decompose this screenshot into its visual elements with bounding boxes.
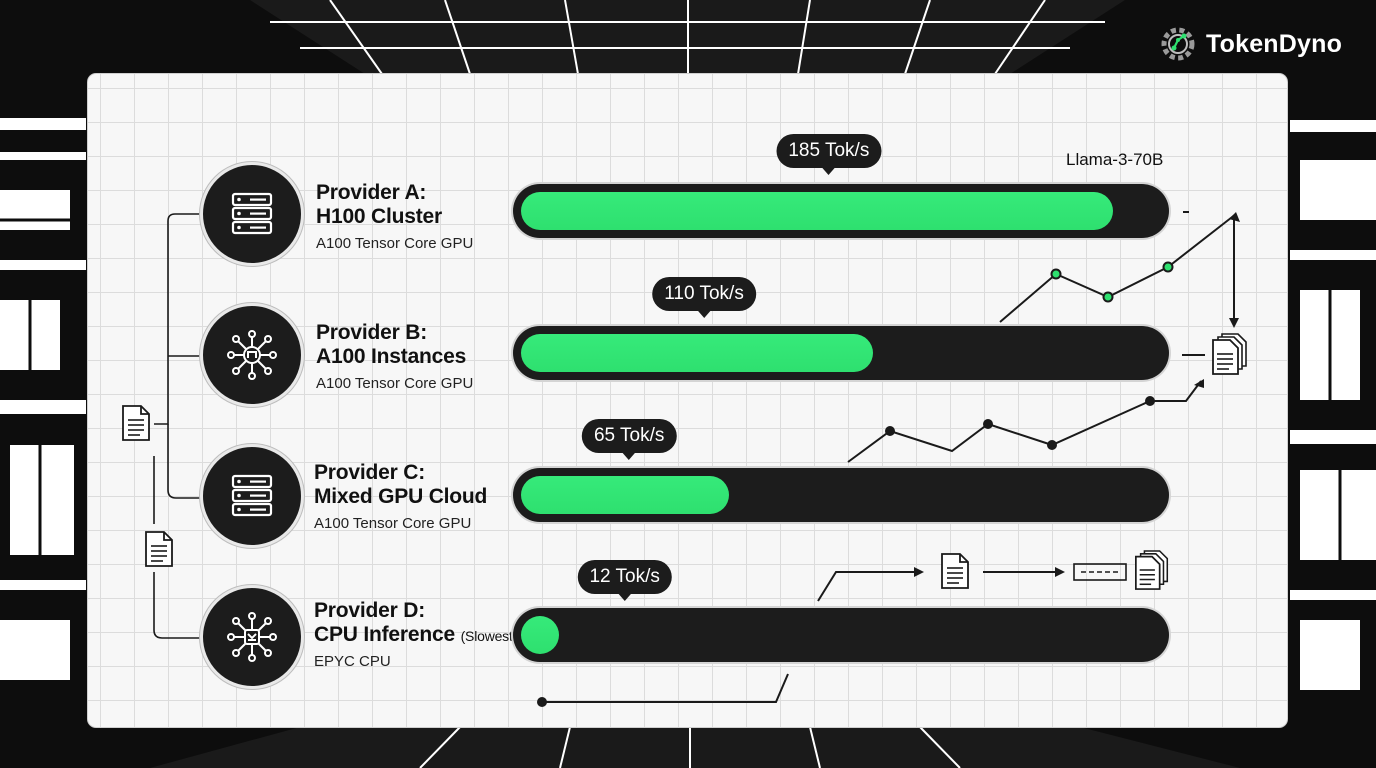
gear-circuit-icon bbox=[1161, 27, 1195, 61]
dashed-arrow-icon bbox=[1073, 563, 1127, 581]
speed-label-provider-c: 65 Tok/s bbox=[581, 419, 677, 460]
network-hub-icon bbox=[200, 303, 304, 407]
cpu-network-icon bbox=[200, 585, 304, 689]
server-rack-icon bbox=[200, 444, 304, 548]
provider-name: Provider A: bbox=[316, 181, 427, 204]
document-icon bbox=[143, 530, 175, 568]
speed-label-provider-d: 12 Tok/s bbox=[577, 560, 672, 601]
provider-name: Provider B: bbox=[316, 321, 427, 344]
bar-track-provider-a bbox=[513, 184, 1169, 238]
bar-track-provider-d bbox=[513, 608, 1169, 662]
provider-name: Provider D: bbox=[314, 599, 425, 622]
provider-hardware: A100 Tensor Core GPU bbox=[314, 515, 472, 532]
provider-b-info: Provider B: A100 Instances A100 Tensor C… bbox=[316, 321, 473, 395]
speed-label-provider-b: 110 Tok/s bbox=[652, 277, 756, 318]
brand-name: TokenDyno bbox=[1206, 29, 1343, 58]
benchmark-card: Llama-3-70B Provider A: H100 Cluster A10… bbox=[88, 74, 1287, 727]
provider-desc: CPU Inference (Slowest) bbox=[314, 623, 518, 646]
provider-name: Provider C: bbox=[314, 461, 425, 484]
bar-fill-provider-b bbox=[521, 334, 873, 372]
provider-desc: A100 Instances bbox=[316, 345, 467, 368]
bar-track-provider-c bbox=[513, 468, 1169, 522]
provider-desc: Mixed GPU Cloud bbox=[314, 485, 488, 508]
provider-a-info: Provider A: H100 Cluster A100 Tensor Cor… bbox=[316, 181, 473, 255]
provider-desc: H100 Cluster bbox=[316, 205, 442, 228]
provider-hardware: A100 Tensor Core GPU bbox=[316, 235, 474, 252]
bar-track-provider-b bbox=[513, 326, 1169, 380]
provider-d-info: Provider D: CPU Inference (Slowest) EPYC… bbox=[314, 599, 517, 673]
connector-decorations bbox=[153, 211, 1240, 707]
bar-fill-provider-d bbox=[521, 616, 560, 654]
speed-label-provider-a: 185 Tok/s bbox=[776, 134, 882, 175]
document-stack-icon bbox=[1133, 548, 1173, 592]
brand-logo: TokenDyno bbox=[1158, 22, 1342, 66]
document-stack-icon bbox=[1210, 332, 1252, 376]
provider-c-info: Provider C: Mixed GPU Cloud A100 Tensor … bbox=[314, 461, 487, 535]
provider-hardware: A100 Tensor Core GPU bbox=[316, 375, 474, 392]
provider-hardware: EPYC CPU bbox=[314, 653, 391, 670]
bar-fill-provider-c bbox=[521, 476, 729, 514]
document-icon bbox=[939, 552, 971, 590]
document-icon bbox=[120, 404, 152, 442]
model-label: Llama-3-70B bbox=[1066, 150, 1164, 169]
server-rack-icon bbox=[200, 162, 304, 266]
bar-fill-provider-a bbox=[521, 192, 1113, 230]
